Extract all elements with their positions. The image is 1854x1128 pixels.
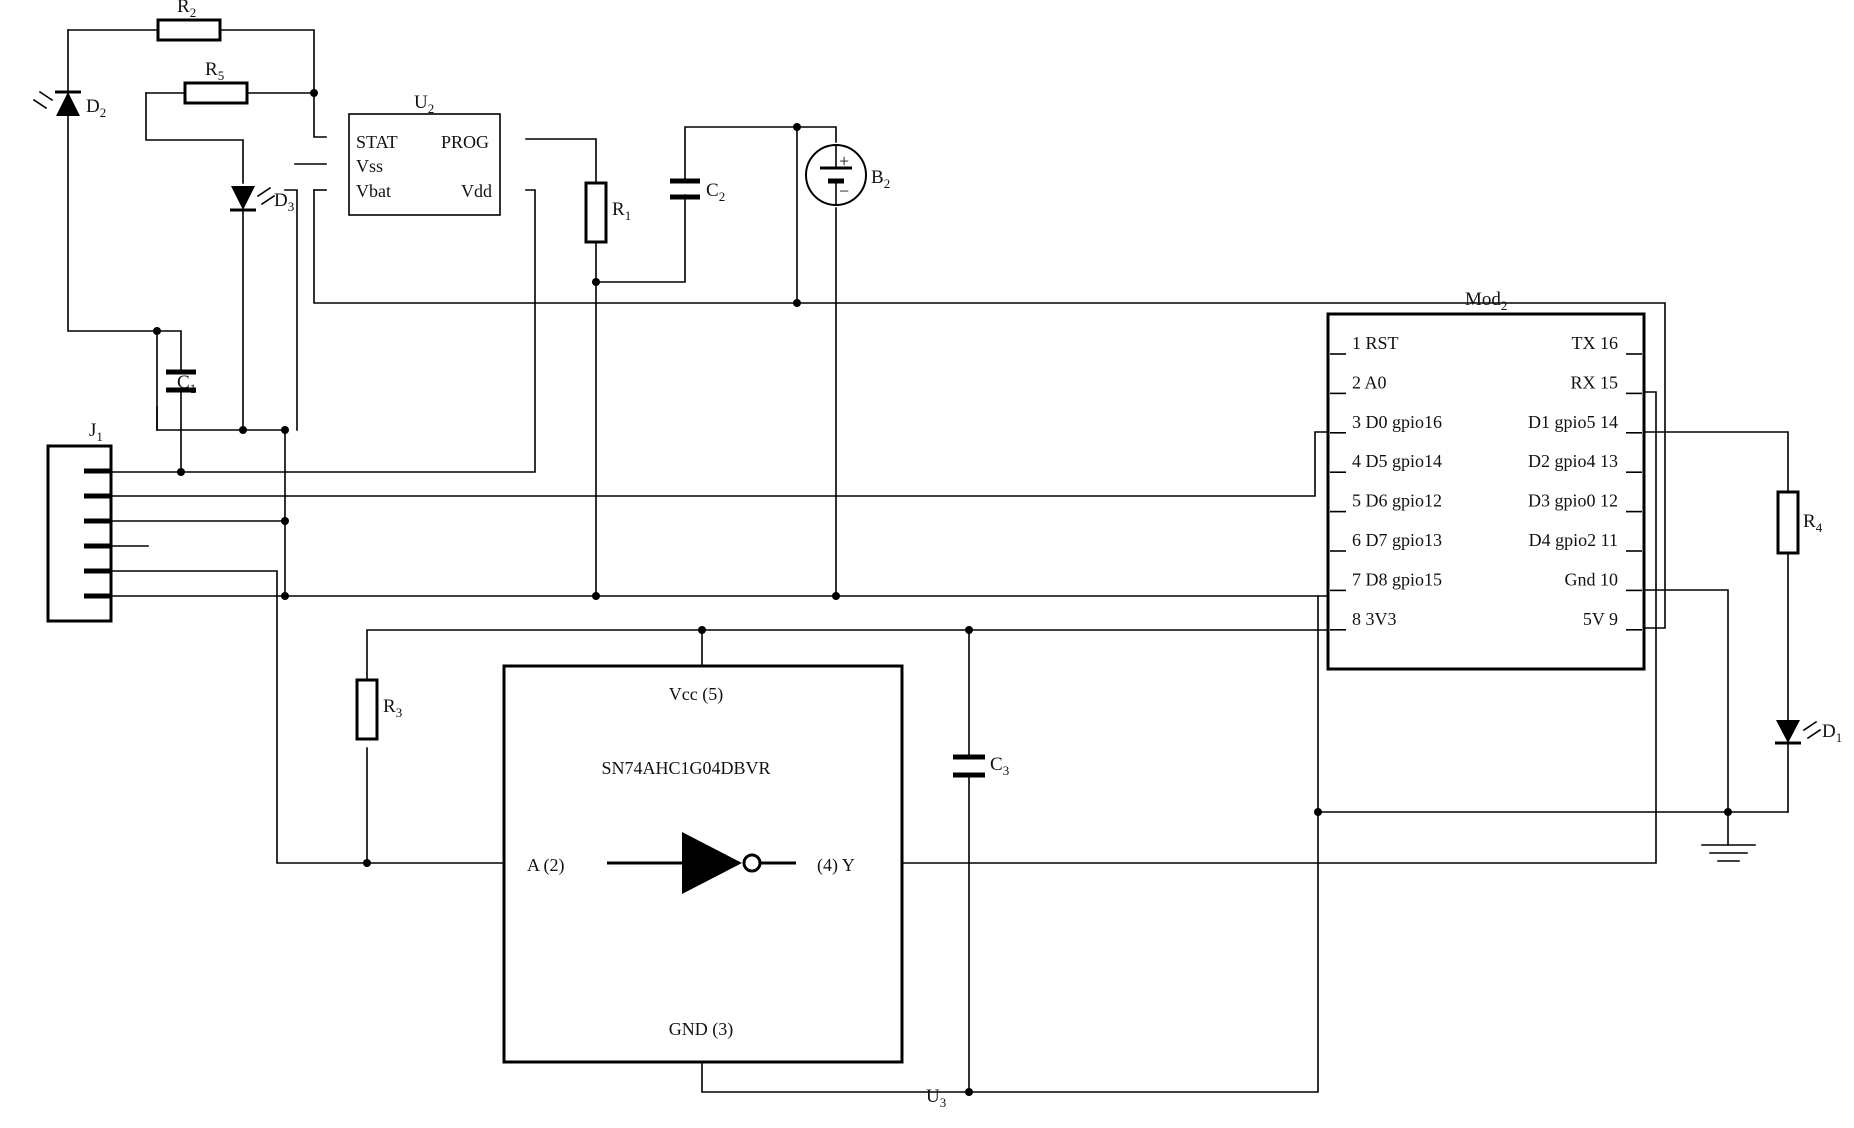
mod2-right-pin-label: RX 15	[1570, 372, 1618, 392]
mod2-right-pin-label: D2 gpio4 13	[1528, 451, 1618, 471]
svg-text:−: −	[839, 181, 849, 201]
svg-text:U3: U3	[926, 1086, 946, 1110]
capacitor-c3: C3	[953, 754, 1009, 778]
led-d1: D1	[1775, 720, 1842, 745]
module-mod2: Mod2 1 RST 2 A0 3 D0 gpio16 4 D5 gpio14 5 D6…	[1326, 289, 1646, 671]
svg-text:A (2): A (2)	[527, 855, 565, 876]
svg-text:D3: D3	[274, 190, 294, 214]
mod2-left-pin-label: 1 RST	[1352, 333, 1399, 353]
connector-j1: J1	[46, 420, 113, 623]
resistor-r5: R5	[183, 59, 249, 105]
svg-text:(4) Y: (4) Y	[817, 855, 855, 876]
svg-text:+: +	[839, 151, 849, 171]
mod2-right-pin-label: D3 gpio0 12	[1528, 491, 1618, 511]
svg-text:R4: R4	[1803, 511, 1823, 535]
mod2-right-pin-label: TX 16	[1572, 333, 1619, 353]
resistor-r1: R1	[584, 181, 631, 244]
led-d3: D3	[230, 186, 294, 214]
svg-text:C3: C3	[990, 754, 1009, 778]
mod2-left-pin-label: 6 D7 gpio13	[1352, 530, 1442, 550]
svg-text:B2: B2	[871, 167, 890, 191]
mod2-right-pins: TX 16 RX 15 D1 gpio5 14 D2 gpio4 13 D3 gpio0…	[1528, 333, 1642, 631]
led-d2: D2	[32, 90, 106, 120]
svg-text:D1: D1	[1822, 721, 1842, 745]
mod2-right-pin-label: D1 gpio5 14	[1528, 412, 1618, 432]
svg-text:R2: R2	[177, 0, 196, 20]
resistor-r4: R4	[1776, 490, 1823, 555]
svg-text:R3: R3	[383, 696, 402, 720]
battery-b2: + − B2	[805, 144, 890, 206]
mod2-left-pin-label: 5 D6 gpio12	[1352, 491, 1442, 511]
svg-text:Vss: Vss	[356, 156, 383, 176]
capacitor-c1: C1	[166, 369, 196, 396]
ic-u3: Vcc (5) SN74AHC1G04DBVR A (2) (4) Y GND …	[502, 664, 946, 1110]
mod2-left-pin-label: 8 3V3	[1352, 609, 1397, 629]
svg-text:GND (3): GND (3)	[669, 1019, 734, 1040]
mod2-right-pin-label: D4 gpio2 11	[1529, 530, 1618, 550]
mod2-right-pin-label: 5V 9	[1583, 609, 1618, 629]
ic-u2: U2 STAT PROG Vss Vbat Vdd	[348, 92, 501, 216]
wires	[67, 29, 1789, 1093]
junction-dots	[153, 89, 1732, 1096]
svg-text:C2: C2	[706, 180, 725, 204]
svg-text:STAT: STAT	[356, 132, 398, 152]
svg-text:Vcc (5): Vcc (5)	[669, 684, 723, 705]
svg-text:SN74AHC1G04DBVR: SN74AHC1G04DBVR	[601, 758, 770, 778]
inverter-gate-symbol	[607, 832, 796, 894]
svg-text:U2: U2	[414, 92, 434, 116]
mod2-right-pin-label: Gnd 10	[1565, 569, 1619, 589]
resistor-r3: R3	[355, 678, 402, 741]
svg-text:Vdd: Vdd	[461, 181, 492, 201]
svg-text:R1: R1	[612, 199, 631, 223]
mod2-left-pins: 1 RST 2 A0 3 D0 gpio16 4 D5 gpio14 5 D6 gpio…	[1330, 333, 1442, 631]
svg-text:Vbat: Vbat	[356, 181, 391, 201]
mod2-left-pin-label: 2 A0	[1352, 372, 1387, 392]
capacitor-c2: C2	[670, 178, 725, 204]
svg-text:PROG: PROG	[441, 132, 489, 152]
mod2-left-pin-label: 3 D0 gpio16	[1352, 412, 1442, 432]
svg-text:C1: C1	[177, 372, 196, 396]
resistor-r2: R2	[156, 0, 222, 42]
svg-text:D2: D2	[86, 96, 106, 120]
mod2-left-pin-label: 4 D5 gpio14	[1352, 451, 1442, 471]
svg-text:Mod2: Mod2	[1465, 289, 1507, 313]
mod2-left-pin-label: 7 D8 gpio15	[1352, 569, 1442, 589]
svg-text:J1: J1	[89, 420, 103, 444]
svg-text:R5: R5	[205, 59, 224, 83]
